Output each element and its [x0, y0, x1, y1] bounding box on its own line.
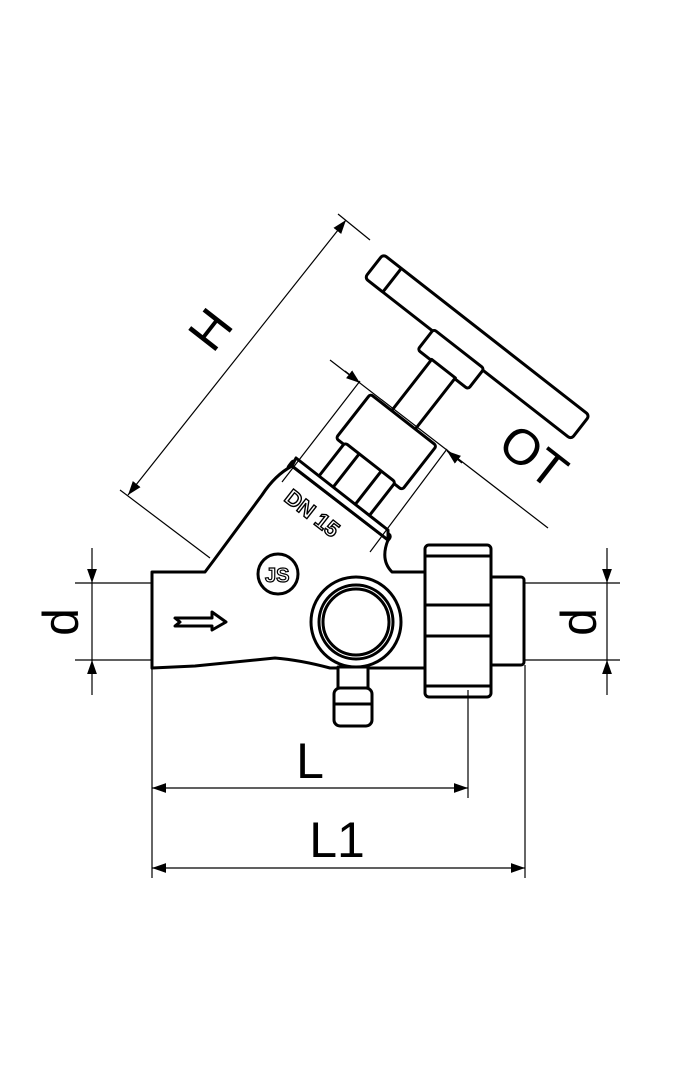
union-nut — [423, 543, 493, 699]
dimension-lines — [75, 213, 620, 878]
test-port — [309, 575, 403, 669]
svg-text:JS: JS — [265, 565, 289, 587]
dimension-label-d-right: d — [551, 608, 607, 636]
dimension-label-h: H — [177, 298, 243, 361]
dimension-label-l: L — [296, 733, 324, 789]
union-tail — [486, 575, 526, 667]
flow-arrow-icon — [173, 610, 228, 632]
dimension-label-d-left: d — [33, 608, 89, 636]
dimension-label-l1: L1 — [309, 812, 365, 868]
drain-nipple — [332, 665, 374, 728]
logo: JS — [256, 552, 300, 596]
